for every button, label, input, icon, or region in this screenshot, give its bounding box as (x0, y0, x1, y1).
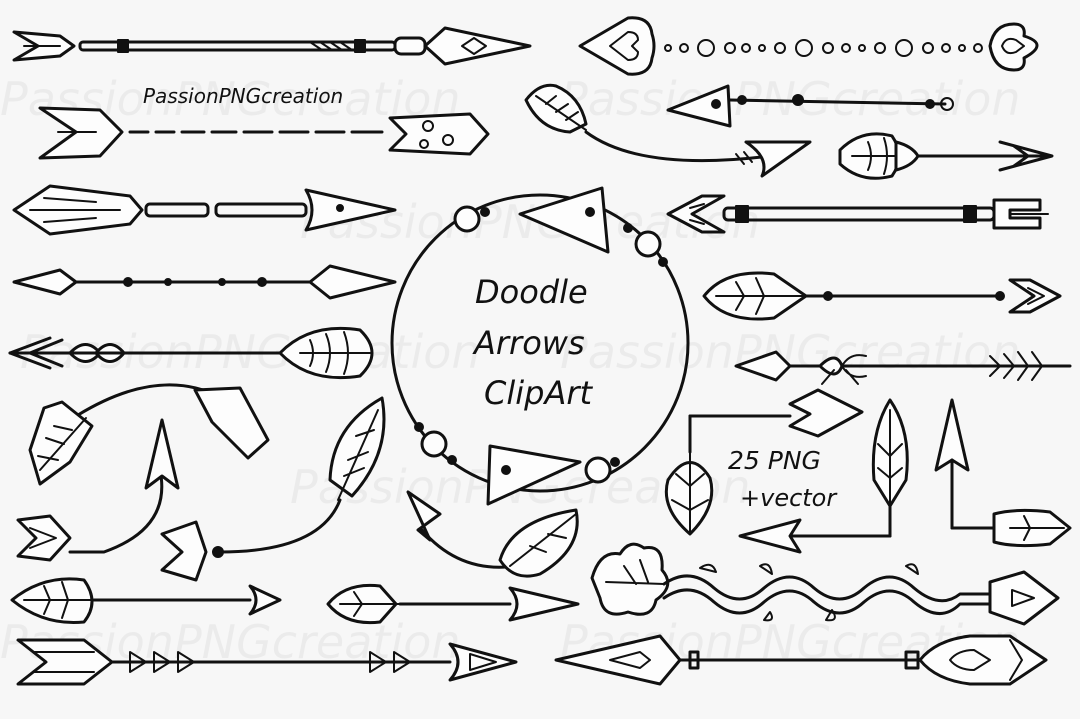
count-line-1: 25 PNG (728, 446, 821, 475)
arrow-doodle-3 (12, 184, 397, 236)
arrow-doodle-7 (326, 583, 580, 625)
title-line-2: Arrows (474, 324, 585, 362)
arrow-doodle-4 (12, 264, 397, 300)
arrow-doodle-5 (8, 326, 374, 380)
up-curved-arrow (16, 418, 180, 562)
feather-curved-arrow (160, 396, 386, 582)
feather-curved-arrow-top (524, 83, 812, 178)
title-line-1: Doodle (475, 273, 588, 311)
arrow-doodle-9 (666, 84, 954, 128)
right-angle-arrow-feather (738, 398, 909, 554)
right-angle-arrow-up (934, 398, 1072, 548)
arrow-doodle-6 (10, 577, 282, 625)
heart-dotted-arrow (578, 16, 1039, 76)
arrow-doodle-2 (38, 106, 490, 160)
curved-arrow-feather-right (664, 388, 864, 536)
arrow-doodle-1 (12, 26, 532, 66)
arrow-doodle-8 (16, 638, 518, 686)
leafy-vine-arrow (590, 542, 1060, 626)
brand-label: PassionPNGcreation (143, 84, 344, 108)
flower-arrow (838, 132, 1054, 180)
arrow-doodle-10 (666, 194, 1049, 234)
arrow-doodle-12 (734, 350, 1072, 385)
count-line-2: +vector (740, 484, 837, 512)
title-line-3: ClipArt (484, 374, 593, 412)
center-circle-frame (390, 186, 690, 506)
watermark-text: PassionPNGcreation (560, 325, 1021, 379)
arrow-doodle-11 (702, 271, 1062, 321)
arrow-doodle-13 (554, 634, 1048, 686)
curved-arrow-feather-left (28, 383, 270, 486)
curved-arrow-feather-bottom (406, 490, 579, 578)
